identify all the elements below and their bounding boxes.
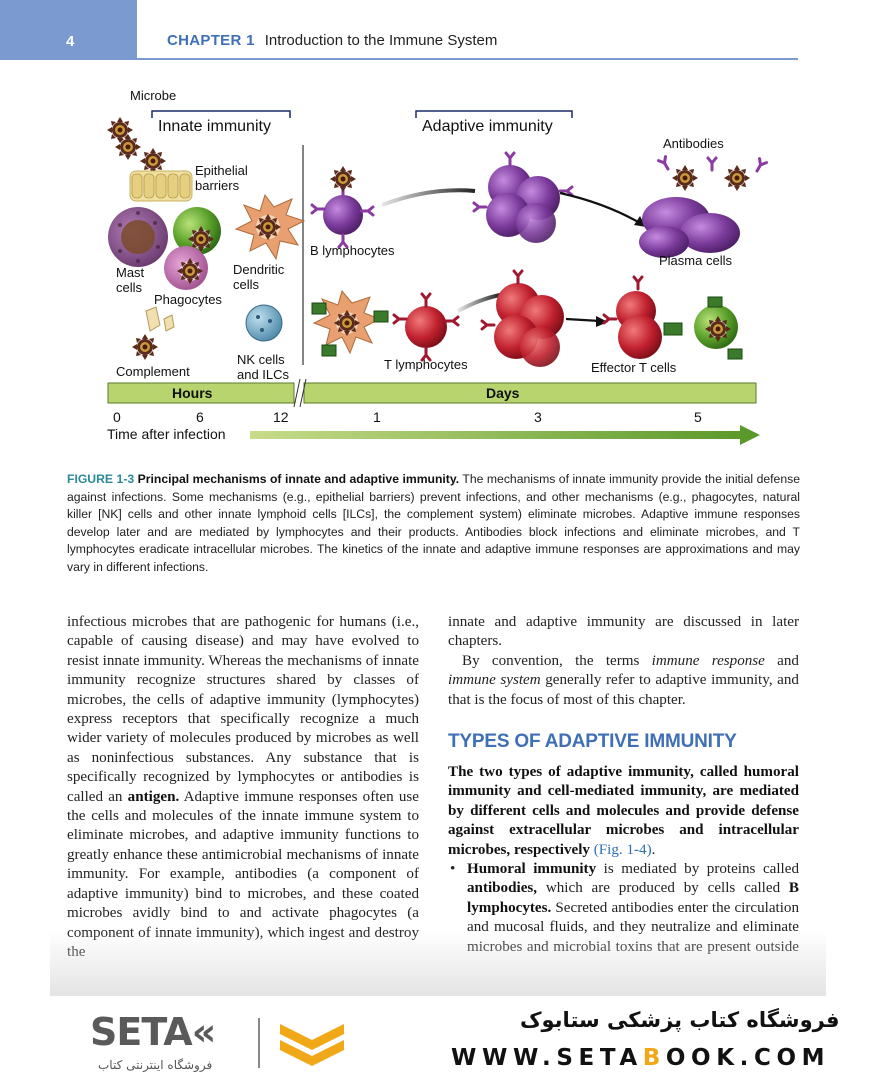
- mast-cell-icon: [108, 207, 168, 267]
- url-part: WWW.SETA: [451, 1045, 643, 1071]
- label-mast-2: cells: [116, 280, 143, 295]
- antibodies-icon: [657, 155, 768, 191]
- t-lymphocyte-icon: [392, 292, 460, 362]
- effector-t-cell-icon: [602, 275, 662, 359]
- time-axis-arrow: [250, 425, 760, 445]
- t-activation-arrow: [457, 293, 501, 313]
- time-axis-label: Time after infection: [107, 426, 226, 442]
- microbe-icon: [140, 148, 166, 174]
- setabook-logo: SETA«: [90, 1010, 216, 1054]
- running-header: CHAPTER 1 Introduction to the Immune Syst…: [167, 32, 497, 49]
- store-url[interactable]: WWW.SETABOOK.COM: [451, 1045, 830, 1071]
- chapter-title: Introduction to the Immune System: [264, 32, 498, 49]
- lead-paragraph: The two types of adaptive immunity, call…: [448, 763, 799, 860]
- url-part: OOK.COM: [665, 1045, 831, 1071]
- b-lymphocyte-icon: [310, 166, 375, 249]
- body-column-left: infectious microbes that are pathogenic …: [67, 613, 419, 996]
- term-antigen: antigen.: [127, 788, 180, 805]
- b-cell-clone-icon: [472, 151, 574, 243]
- adaptive-bracket: [415, 110, 573, 118]
- complement-icon: [132, 306, 175, 360]
- page-number: 4: [66, 33, 75, 50]
- body-column-right: innate and adaptive immunity are discuss…: [448, 613, 799, 957]
- label-antibodies: Antibodies: [663, 136, 724, 151]
- body-text: which are produced by cells called: [537, 880, 789, 897]
- page-tab: [0, 0, 137, 60]
- tick-label: 5: [694, 409, 702, 425]
- label-epithelial-2: barriers: [195, 178, 240, 193]
- body-text: and: [764, 652, 799, 669]
- label-mast-1: Mast: [116, 265, 145, 280]
- chapter-label: CHAPTER 1: [167, 32, 255, 49]
- label-phagocytes: Phagocytes: [154, 292, 222, 307]
- innate-immunity-heading: Innate immunity: [158, 118, 271, 135]
- immunity-illustration: [107, 110, 768, 445]
- label-nk-2: and ILCs: [237, 367, 290, 382]
- tick-label: 12: [273, 409, 289, 425]
- term-b-lymphocytes: B lymphocytes.: [467, 880, 799, 916]
- logo-subtitle: فروشگاه اینترنتی کتاب: [98, 1058, 213, 1072]
- nk-cell-icon: [245, 304, 283, 342]
- caption-text: The mechanisms of innate immunity provid…: [67, 472, 800, 574]
- caption-title: Principal mechanisms of innate and adapt…: [137, 472, 460, 486]
- timeline-bar: [107, 378, 757, 408]
- body-text: infectious microbes that are pathogenic …: [67, 614, 419, 805]
- label-t-lymphocytes: T lymphocytes: [384, 357, 468, 372]
- label-microbe: Microbe: [130, 88, 177, 103]
- label-dendritic-1: Dendritic: [233, 262, 285, 277]
- paragraph: innate and adaptive immunity are discuss…: [448, 614, 799, 650]
- header-rule: [137, 58, 798, 60]
- timeline-hours-label: Hours: [172, 385, 213, 401]
- lead-text: The two types of adaptive immunity, call…: [448, 764, 799, 858]
- paragraph: infectious microbes that are pathogenic …: [67, 613, 419, 962]
- tick-label: 3: [534, 409, 542, 425]
- logo-divider: [258, 1018, 260, 1068]
- section-heading: TYPES OF ADAPTIVE IMMUNITY: [448, 731, 737, 753]
- paragraph: By convention, the terms immune response…: [448, 652, 799, 710]
- antigen-presenting-cell-icon: [311, 289, 389, 357]
- label-nk-1: NK cells: [237, 352, 285, 367]
- term-immune-system: immune system: [448, 672, 541, 689]
- label-b-lymphocytes: B lymphocytes: [310, 243, 395, 258]
- b-activation-arrow: [381, 188, 476, 207]
- term-humoral-immunity: Humoral immunity: [467, 861, 597, 878]
- plasma-cell-icon: [639, 197, 740, 258]
- effector-arrow: [565, 317, 601, 323]
- tick-label: 1: [373, 409, 381, 425]
- infected-cell-icon: [663, 296, 743, 360]
- tick-label: 6: [196, 409, 204, 425]
- bullet-icon: •: [450, 861, 456, 878]
- label-complement: Complement: [116, 364, 190, 379]
- dendritic-cell-icon: [234, 193, 306, 261]
- book-logo-icon: [280, 1024, 344, 1066]
- phagocyte-icon: [173, 207, 221, 255]
- timeline-days-label: Days: [486, 385, 520, 401]
- term-antibodies: antibodies,: [467, 880, 538, 897]
- t-cell-clone-icon: [480, 269, 564, 367]
- url-highlight: B: [642, 1045, 666, 1071]
- epithelial-barrier-icon: [129, 170, 193, 202]
- footer-banner: [0, 996, 876, 1080]
- body-text: is mediated by proteins called: [596, 861, 799, 878]
- caption-figure-id: FIGURE 1-3: [67, 472, 135, 486]
- page-fade-overlay: [50, 930, 826, 996]
- store-name: فروشگاه کتاب پزشکی ستابوک: [520, 1008, 840, 1032]
- term-immune-response: immune response: [651, 652, 765, 669]
- label-dendritic-2: cells: [233, 277, 260, 292]
- adaptive-immunity-heading: Adaptive immunity: [422, 118, 553, 135]
- tick-label: 0: [113, 409, 121, 425]
- label-epithelial-1: Epithelial: [195, 163, 248, 178]
- body-text: generally refer to adaptive immunity, an…: [448, 672, 799, 708]
- innate-bracket: [151, 110, 291, 118]
- body-text: By convention, the terms: [462, 652, 652, 669]
- phagocyte-icon: [164, 246, 208, 290]
- figure-immunity-diagram: Microbe Innate immunity Adaptive immunit…: [60, 75, 800, 460]
- figure-reference-link[interactable]: (Fig. 1-4): [593, 841, 652, 858]
- body-text: .: [651, 841, 656, 858]
- label-plasma-cells: Plasma cells: [659, 253, 732, 268]
- plasma-arrow: [559, 191, 641, 224]
- label-effector-t-cells: Effector T cells: [591, 360, 677, 375]
- figure-caption: FIGURE 1-3 Principal mechanisms of innat…: [67, 471, 800, 577]
